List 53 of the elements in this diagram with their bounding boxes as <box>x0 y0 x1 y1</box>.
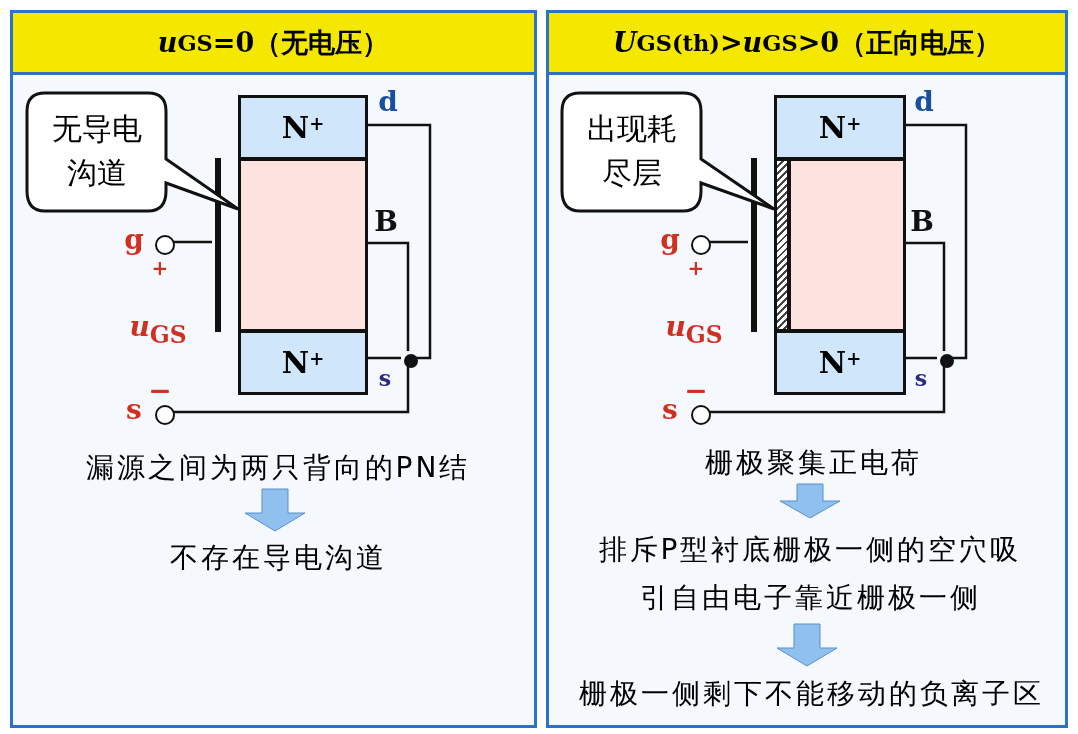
p-substrate-region <box>238 158 368 332</box>
terminal-label: B <box>910 208 934 236</box>
gate-electrode <box>751 158 757 332</box>
wire <box>708 240 748 244</box>
terminal-label: u$_{GS}$ <box>665 313 723 347</box>
terminal-label: + <box>687 258 705 278</box>
depletion-layer <box>774 158 790 332</box>
terminal-label: s <box>378 367 392 389</box>
terminal-label: s <box>914 367 928 389</box>
panel-frame <box>10 10 537 728</box>
terminal-label: u$_{GS}$ <box>129 313 187 347</box>
n-plus-region: N$^{+}$ <box>774 95 906 160</box>
terminal-label: s <box>662 396 678 424</box>
explanation-text: 栅极一侧剩下不能移动的负离子区 <box>556 673 1066 715</box>
wire <box>172 240 212 244</box>
terminal-label: B <box>374 208 398 236</box>
wire <box>708 365 946 414</box>
down-arrow <box>244 488 306 532</box>
explanation-text: 排斥P型衬底栅极一侧的空穴吸引自由电子靠近栅极一侧 <box>595 525 1025 623</box>
terminal-circle <box>155 235 175 255</box>
terminal-label: − <box>148 377 172 405</box>
explanation-text: 栅极聚集正电荷 <box>683 443 943 483</box>
terminal-label: − <box>684 377 708 405</box>
terminal-circle <box>691 235 711 255</box>
panel-frame <box>546 10 1068 728</box>
junction-dot <box>404 354 418 368</box>
p-substrate-region <box>788 158 906 332</box>
wire <box>365 241 410 351</box>
terminal-label: d <box>914 88 934 116</box>
wire <box>365 123 432 360</box>
terminal-label: d <box>378 88 398 116</box>
n-plus-region: N$^{+}$ <box>238 95 368 160</box>
callout-bubble: 无导电沟道 <box>25 91 240 213</box>
terminal-label: g <box>660 226 680 254</box>
gate-electrode <box>215 158 221 332</box>
n-plus-region: N$^{+}$ <box>238 330 368 395</box>
terminal-circle <box>155 405 175 425</box>
wire <box>172 365 410 414</box>
n-plus-region: N$^{+}$ <box>774 330 906 395</box>
wire <box>365 356 401 360</box>
down-arrow <box>776 623 838 667</box>
explanation-text: 不存在导电沟道 <box>153 538 403 578</box>
wire <box>903 356 937 360</box>
terminal-label: g <box>124 226 144 254</box>
wire <box>903 123 968 360</box>
junction-dot <box>940 354 954 368</box>
terminal-circle <box>691 405 711 425</box>
wire <box>903 241 946 351</box>
callout-bubble: 出现耗尽层 <box>560 91 776 213</box>
terminal-label: s <box>126 396 142 424</box>
explanation-text: 漏源之间为两只背向的PN结 <box>63 448 493 488</box>
terminal-label: + <box>151 258 169 278</box>
down-arrow <box>779 483 841 519</box>
